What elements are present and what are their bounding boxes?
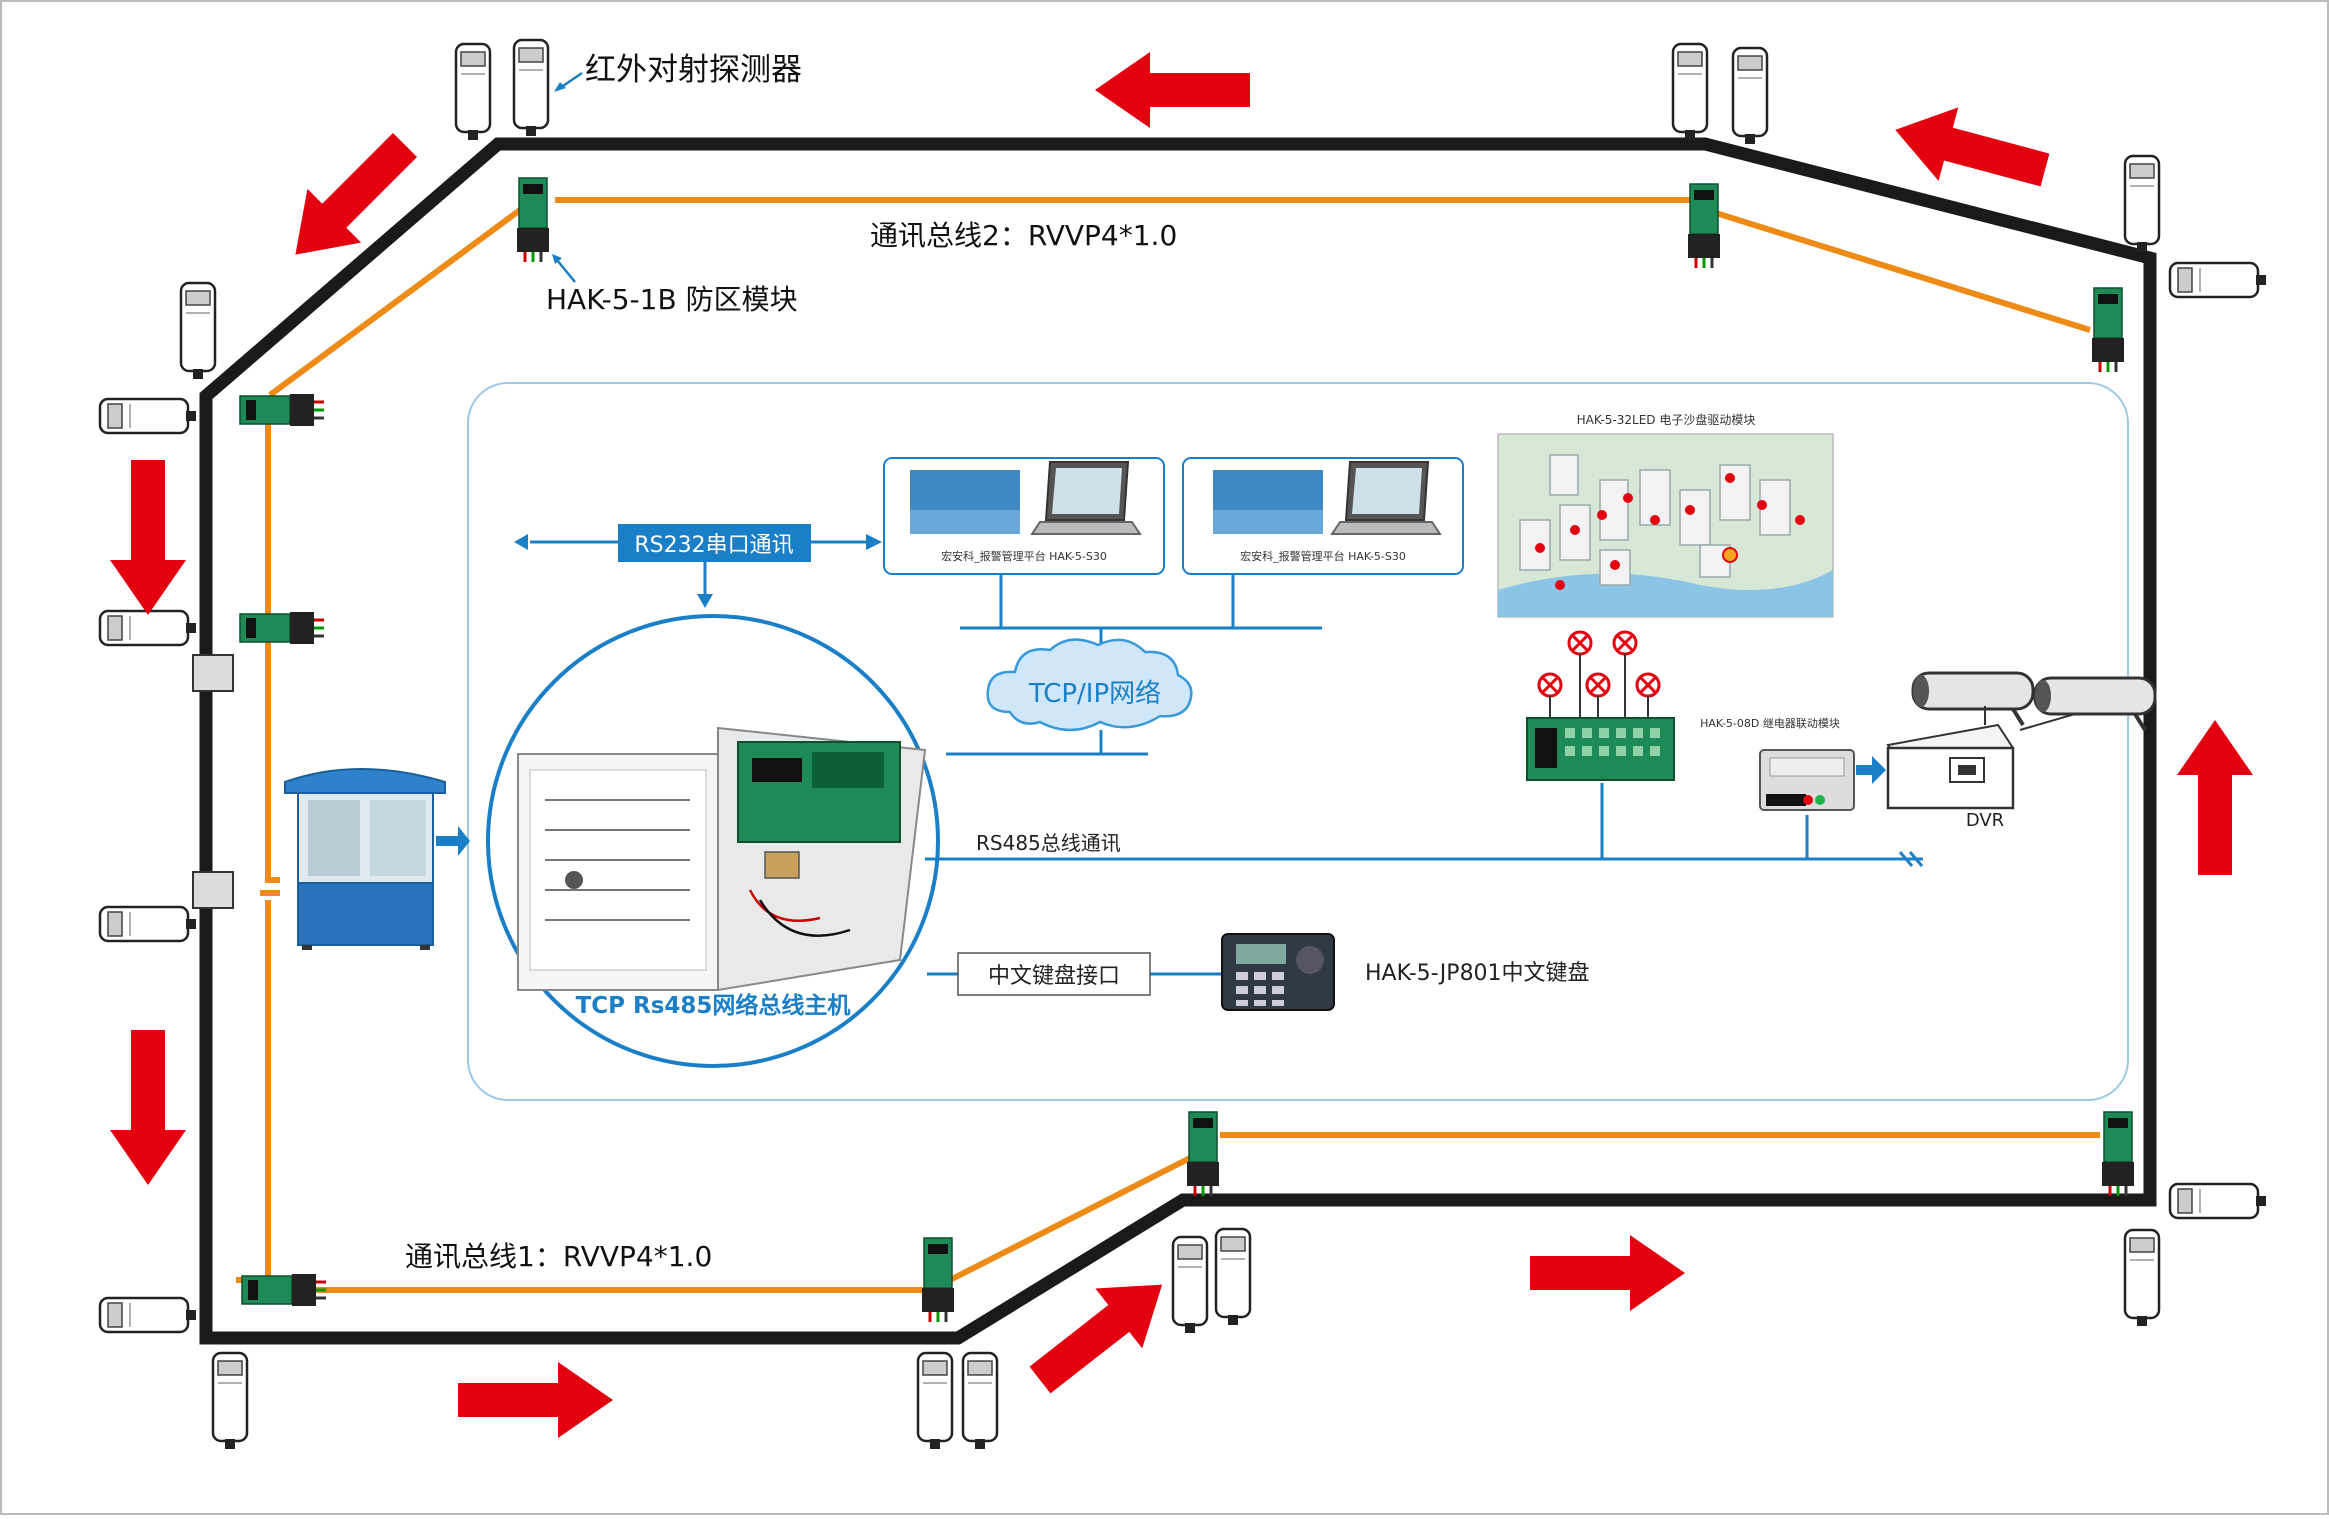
zone-module-label: HAK-5-1B 防区模块 bbox=[546, 283, 798, 316]
zone-module bbox=[2090, 286, 2126, 374]
host-label: TCP Rs485网络总线主机 bbox=[576, 992, 851, 1019]
platform-2-label: 宏安科_报警管理平台 HAK-5-S30 bbox=[1240, 549, 1406, 563]
zone-module bbox=[238, 610, 326, 646]
rs485-label: RS485总线通讯 bbox=[976, 831, 1121, 855]
direction-arrow-top bbox=[1095, 52, 1250, 128]
bus1-label: 通讯总线1：RVVP4*1.0 bbox=[405, 1240, 712, 1273]
bus2-label: 通讯总线2：RVVP4*1.0 bbox=[870, 219, 1177, 252]
ir-detector-left-top bbox=[98, 281, 217, 435]
relay-arrow bbox=[1856, 756, 1886, 784]
keyboard-interface-label: 中文键盘接口 bbox=[988, 964, 1120, 989]
ir-detector-top-right bbox=[1671, 42, 1769, 146]
direction-arrow-left-upper bbox=[110, 460, 186, 615]
zone-module bbox=[2100, 1110, 2136, 1198]
lamp-wires bbox=[1549, 654, 1649, 718]
ir-detector-bottom-mid bbox=[916, 1351, 999, 1451]
relay-module bbox=[1759, 749, 1855, 811]
direction-arrow-right bbox=[2177, 720, 2253, 875]
bus-host: TCP Rs485网络总线主机 bbox=[486, 614, 940, 1068]
zone-module bbox=[1686, 182, 1722, 270]
bus-line-2 bbox=[236, 197, 2091, 1283]
direction-arrow-top-right bbox=[1885, 93, 2055, 207]
network-lines bbox=[925, 574, 1924, 976]
chinese-keyboard bbox=[1221, 933, 1335, 1011]
direction-arrow-bottom-right bbox=[1530, 1235, 1685, 1311]
direction-arrow-bottom-diagonal bbox=[1016, 1254, 1186, 1410]
sand-table-map bbox=[1497, 433, 1834, 618]
guard-booth bbox=[284, 768, 446, 950]
bus-line-1 bbox=[250, 890, 2100, 1293]
direction-arrow-top-left bbox=[268, 118, 432, 282]
perimeter-fence bbox=[199, 137, 2157, 1345]
direction-arrow-left-lower bbox=[110, 1030, 186, 1185]
rs232-label: RS232串口通讯 bbox=[634, 533, 793, 558]
management-platform-2: 宏安科_报警管理平台 HAK-5-S30 bbox=[1182, 457, 1464, 575]
ir-detector-left-mid bbox=[98, 609, 234, 692]
sandtable-label: HAK-5-32LED 电子沙盘驱动模块 bbox=[1577, 412, 1756, 427]
ir-detector-top-left bbox=[454, 38, 550, 142]
detector-label: 红外对射探测器 bbox=[585, 52, 802, 88]
camera-wire bbox=[2019, 713, 2076, 731]
ir-detector-bottom-left bbox=[98, 1296, 249, 1451]
tcpip-label: TCP/IP网络 bbox=[1028, 679, 1161, 709]
zone-module bbox=[515, 176, 551, 264]
direction-arrow-bottom-left bbox=[458, 1362, 613, 1438]
cloud-icon: TCP/IP网络 bbox=[986, 638, 1193, 732]
relay-label: HAK-5-08D 继电器联动模块 bbox=[1700, 717, 1840, 730]
dvr-device bbox=[1886, 723, 2015, 810]
platform-1-label: 宏安科_报警管理平台 HAK-5-S30 bbox=[941, 549, 1107, 563]
zone-module bbox=[1185, 1110, 1221, 1198]
booth-arrow bbox=[436, 826, 470, 856]
ir-detector-left-low bbox=[98, 871, 234, 943]
ir-detector-bottom-center bbox=[1171, 1227, 1252, 1335]
led-driver-board bbox=[1526, 717, 1675, 781]
zone-module bbox=[920, 1236, 956, 1324]
management-platform-1: 宏安科_报警管理平台 HAK-5-S30 bbox=[883, 457, 1165, 575]
keyboard-label: HAK-5-JP801中文键盘 bbox=[1365, 961, 1590, 986]
zone-module bbox=[238, 392, 326, 428]
dvr-label: DVR bbox=[1966, 810, 2004, 831]
zone-module bbox=[240, 1272, 328, 1308]
